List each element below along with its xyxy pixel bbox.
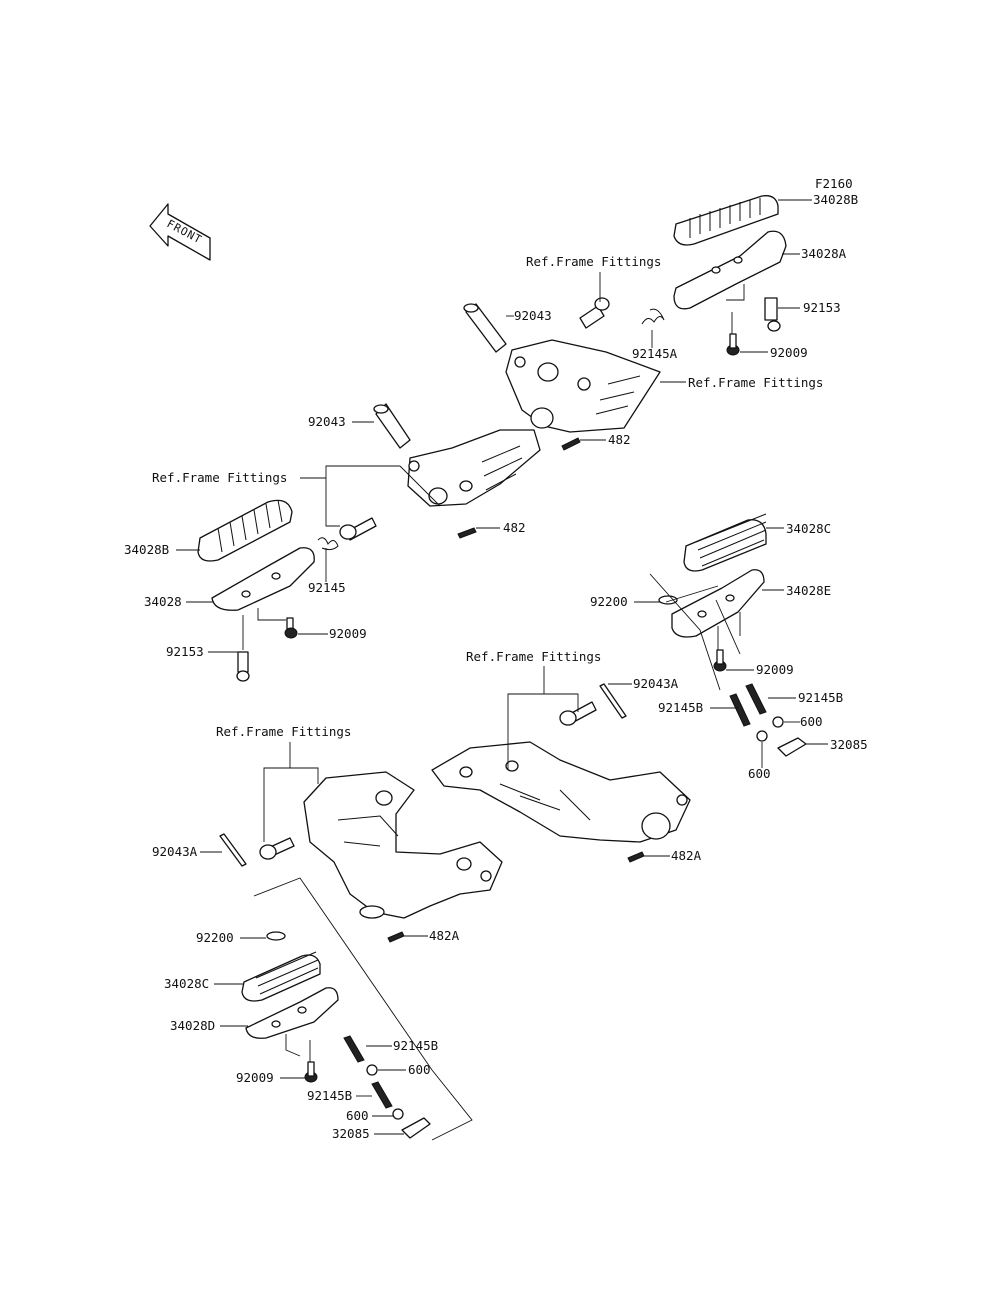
label-482-mid: 482 [503, 520, 526, 535]
label-34028d: 34028D [170, 1018, 215, 1033]
label-92009-left: 92009 [329, 626, 367, 641]
rear-bracket-right [431, 741, 691, 843]
label-32085-left: 32085 [332, 1126, 370, 1141]
rear-bracket-upper [505, 339, 661, 433]
plate-32085-right [777, 737, 807, 757]
pin-92043a-right [599, 683, 627, 719]
label-34028e: 34028E [786, 583, 831, 598]
label-34028c-left: 34028C [164, 976, 209, 991]
pin-92153-left [236, 651, 250, 682]
front-footpeg-bracket-lower [245, 987, 339, 1039]
figure-code: F2160 [815, 176, 853, 191]
front-bracket-lower [303, 771, 503, 919]
label-34028b-top: 34028B [813, 192, 858, 207]
bolt-92009-right [713, 649, 727, 672]
label-ref-frame-2: Ref.Frame Fittings [688, 375, 823, 390]
label-92153-left: 92153 [166, 644, 204, 659]
label-600-l1: 600 [408, 1062, 431, 1077]
front-bracket-upper [407, 429, 541, 507]
spring-92145 [317, 537, 339, 551]
label-34028b-left: 34028B [124, 542, 169, 557]
ball-600-right [756, 716, 784, 742]
label-600-r2: 600 [748, 766, 771, 781]
label-92200-left: 92200 [196, 930, 234, 945]
pin-92043a-left [219, 833, 247, 867]
label-92145b-r1: 92145B [798, 690, 843, 705]
front-footpeg-rubber-lower [241, 951, 321, 1002]
plate-32085-left [401, 1117, 431, 1139]
label-34028a: 34028A [801, 246, 847, 261]
bolt-92009-left [284, 617, 298, 639]
label-92009-top: 92009 [770, 345, 808, 360]
rear-footpeg-rubber-upper [673, 195, 779, 246]
bolt-92009-bottom [304, 1061, 318, 1083]
pin-92043-upper [463, 303, 507, 353]
front-arrow-icon: FRONT [149, 203, 211, 261]
label-92200-right: 92200 [590, 594, 628, 609]
rear-footpeg-bracket-upper [673, 230, 787, 310]
label-ref-frame-3: Ref.Frame Fittings [152, 470, 287, 485]
label-92145b-l1: 92145B [393, 1038, 438, 1053]
bolt-92009-upper [726, 333, 740, 356]
label-92043a-left: 92043A [152, 844, 198, 859]
label-92009-bottom: 92009 [236, 1070, 274, 1085]
label-92145b-l2: 92145B [307, 1088, 352, 1103]
washer-92200-left [266, 931, 286, 941]
label-482a-right: 482A [671, 848, 702, 863]
leader-lines [176, 199, 828, 1135]
rear-footpeg-bracket-right [671, 569, 765, 638]
label-600-l2: 600 [346, 1108, 369, 1123]
label-92145: 92145 [308, 580, 346, 595]
label-92043-top: 92043 [514, 308, 552, 323]
rear-footpeg-rubber-right [683, 513, 767, 572]
bolt-upper-ref [579, 297, 610, 329]
label-ref-frame-5: Ref.Frame Fittings [216, 724, 351, 739]
label-92009-right: 92009 [756, 662, 794, 677]
front-footpeg-rubber-left [197, 499, 293, 562]
label-92043-mid: 92043 [308, 414, 346, 429]
label-34028c-right: 34028C [786, 521, 831, 536]
label-34028: 34028 [144, 594, 182, 609]
spring-92145b-right [729, 683, 767, 727]
washer-92200-right [658, 595, 678, 605]
label-600-r1: 600 [800, 714, 823, 729]
label-92145a: 92145A [632, 346, 678, 361]
ball-600-left [366, 1064, 404, 1120]
pin-482-upper [561, 437, 581, 451]
label-32085-right: 32085 [830, 737, 868, 752]
bolt-right-ref [559, 701, 597, 726]
label-ref-frame-1: Ref.Frame Fittings [526, 254, 661, 269]
label-92145b-r2: 92145B [658, 700, 703, 715]
front-footpeg-bracket-left [211, 547, 315, 611]
pin-92043-mid [373, 403, 411, 449]
label-482a-left: 482A [429, 928, 460, 943]
pin-482a-left [387, 931, 405, 943]
label-92153-top: 92153 [803, 300, 841, 315]
bolt-left-ref [259, 837, 295, 860]
spring-92145a [641, 308, 665, 325]
spring-92145b-left [343, 1035, 393, 1109]
label-ref-frame-4: Ref.Frame Fittings [466, 649, 601, 664]
label-482-top: 482 [608, 432, 631, 447]
pin-482a-right [627, 851, 645, 863]
bolt-mid-ref [339, 517, 377, 541]
label-92043a-right: 92043A [633, 676, 679, 691]
pin-482-mid [457, 527, 477, 539]
pin-92153-upper [764, 297, 781, 332]
